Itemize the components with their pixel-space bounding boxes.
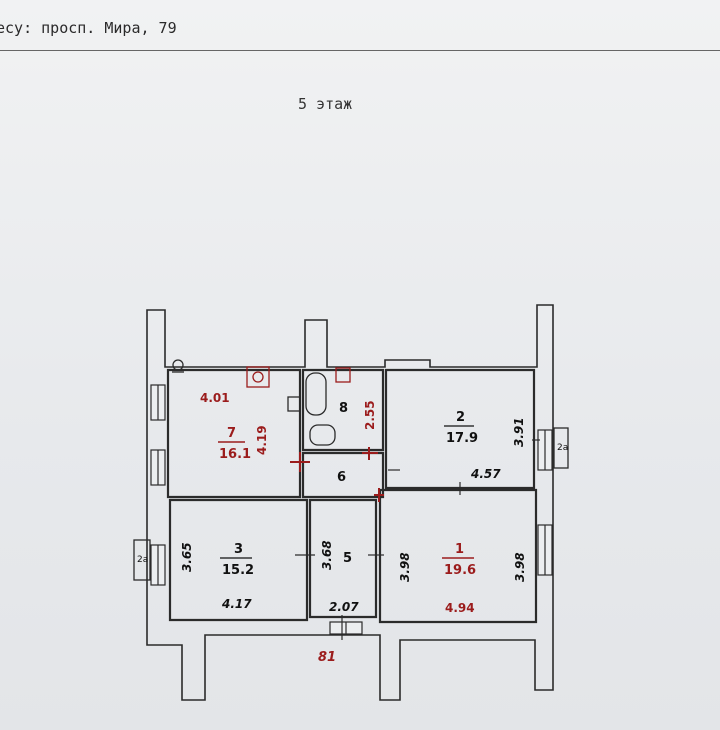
room-1-number: 1 — [455, 542, 464, 557]
room-1-area: 19.6 — [444, 563, 476, 578]
room-ticks — [295, 439, 540, 640]
room-7-length: 4.19 — [255, 425, 269, 455]
room-2-length: 3.91 — [512, 417, 526, 447]
room-8-number: 8 — [339, 401, 348, 416]
floor-label: 5 этаж — [298, 95, 353, 113]
room-1-width: 4.94 — [445, 601, 475, 615]
room-5-width: 2.07 — [329, 600, 359, 614]
room-6-number: 6 — [337, 470, 346, 485]
room-1-length-right: 3.98 — [513, 552, 527, 582]
windows — [150, 384, 553, 635]
room-7-area: 16.1 — [219, 447, 251, 462]
balcony-label-left: 2а — [137, 555, 148, 565]
room-3-number: 3 — [234, 542, 243, 557]
room-3-length: 3.65 — [180, 542, 194, 572]
room-1-length-left: 3.98 — [398, 552, 412, 582]
fixtures — [172, 359, 351, 446]
door-marks — [290, 447, 384, 502]
header-divider — [0, 50, 720, 51]
room-2-number: 2 — [456, 410, 465, 425]
room-7-number: 7 — [227, 426, 236, 441]
room-2-width: 4.57 — [470, 467, 501, 481]
room-3-width: 4.17 — [221, 597, 252, 611]
room-5-length: 3.68 — [320, 540, 334, 570]
room-7-width: 4.01 — [200, 391, 230, 405]
address-line: есу: просп. Мира, 79 — [0, 19, 177, 37]
outer-walls — [146, 304, 554, 701]
balconies — [133, 427, 569, 581]
entrance-number: 81 — [318, 650, 336, 665]
room-3-area: 15.2 — [222, 563, 254, 578]
balcony-label-right: 2а — [557, 443, 568, 453]
room-8-length: 2.55 — [363, 400, 377, 430]
room-5-number: 5 — [343, 551, 352, 566]
room-2-area: 17.9 — [446, 431, 478, 446]
